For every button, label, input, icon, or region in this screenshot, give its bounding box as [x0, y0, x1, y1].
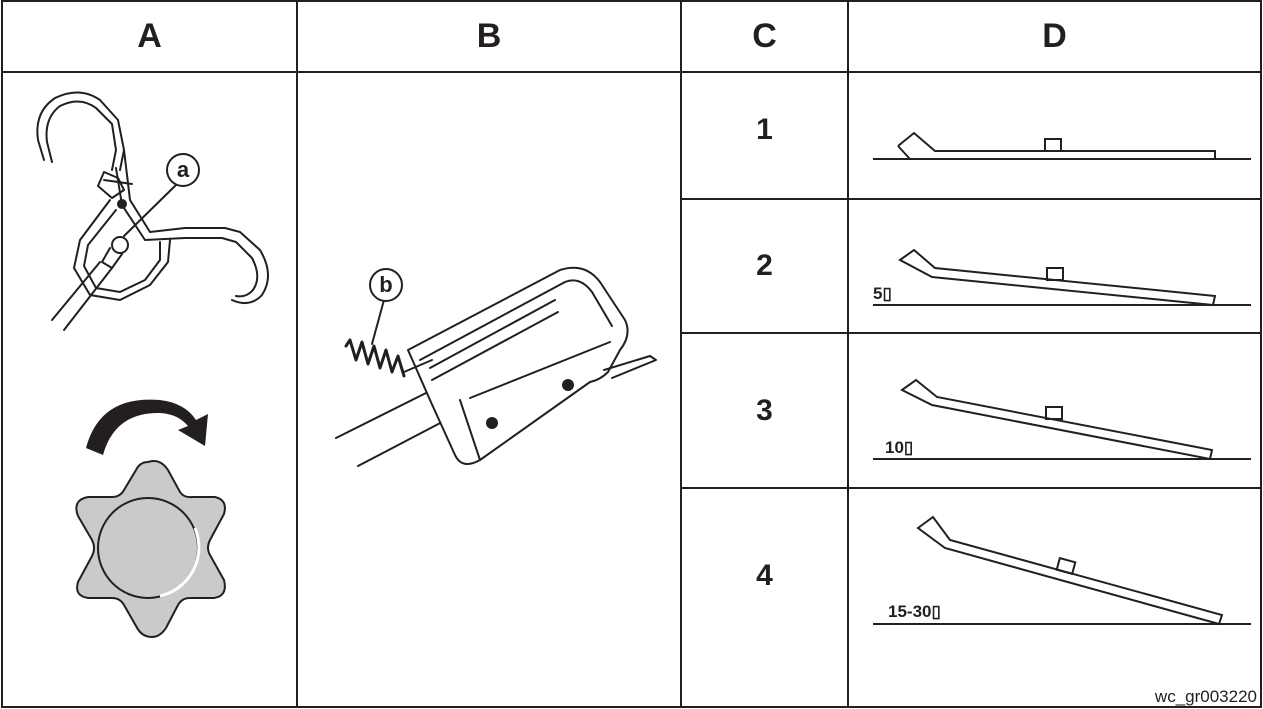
- column-header-c: C: [752, 17, 777, 55]
- column-header-d: D: [1042, 17, 1067, 55]
- angle-label-4: 15-30▯: [888, 602, 941, 621]
- callout-a: a: [176, 157, 190, 182]
- rotation-arrow-icon: [86, 399, 208, 455]
- angle-label-2: 5▯: [873, 284, 892, 303]
- row-number-4: 4: [756, 559, 773, 592]
- column-header-b: B: [476, 17, 502, 55]
- star-knob-icon: [75, 460, 226, 638]
- spring-coil: [344, 338, 406, 378]
- angle-label-3: 10▯: [885, 438, 914, 457]
- angle-diagram-2: [873, 248, 1251, 307]
- row-number-2: 2: [756, 249, 773, 282]
- figure-code: wc_gr003220: [1154, 687, 1257, 706]
- callout-b: b: [379, 272, 393, 297]
- angle-diagram-4: [873, 515, 1251, 626]
- column-header-a: A: [137, 17, 162, 55]
- row-number-1: 1: [756, 113, 773, 146]
- tilt-bracket-illustration: [335, 266, 657, 467]
- handle-frame-illustration: [36, 91, 269, 331]
- angle-diagram-1: [873, 131, 1251, 160]
- row-number-3: 3: [756, 394, 773, 427]
- angle-diagram-3: [873, 378, 1251, 461]
